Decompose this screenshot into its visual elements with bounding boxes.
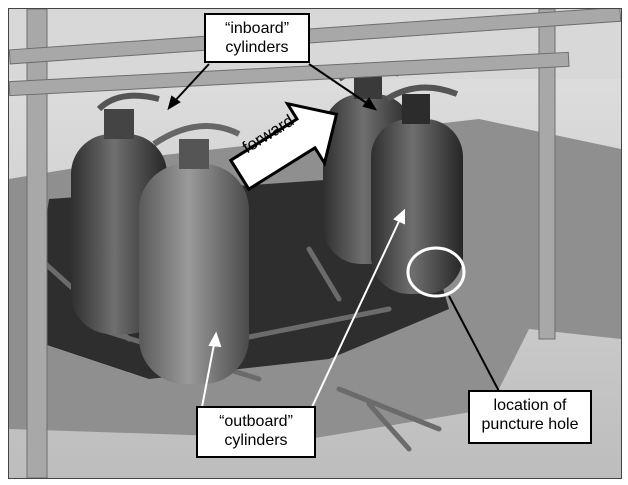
puncture-ellipse xyxy=(406,246,466,298)
inboard-line2: cylinders xyxy=(225,39,289,56)
puncture-pointer xyxy=(448,295,503,398)
outboard-cylinder-right xyxy=(371,84,463,294)
puncture-line2: puncture hole xyxy=(481,416,579,433)
scaffold-frame xyxy=(9,9,621,478)
outboard-line2: cylinders xyxy=(224,432,288,449)
outboard-line1: “outboard” xyxy=(219,413,293,430)
inboard-cylinders-callout: “inboard” cylinders xyxy=(204,13,310,63)
outboard-cylinder-left xyxy=(139,123,249,384)
outboard-cylinders-callout: “outboard” cylinders xyxy=(196,406,316,458)
outboard-pointers xyxy=(201,208,405,408)
puncture-line1: location of xyxy=(493,397,567,414)
callout-pointers xyxy=(167,63,378,111)
photo-scene: forward xyxy=(8,8,622,479)
forward-arrow xyxy=(228,101,339,192)
scene-graphic xyxy=(9,9,621,478)
inboard-line1: “inboard” xyxy=(224,20,290,37)
puncture-hole-callout: location of puncture hole xyxy=(468,390,592,444)
